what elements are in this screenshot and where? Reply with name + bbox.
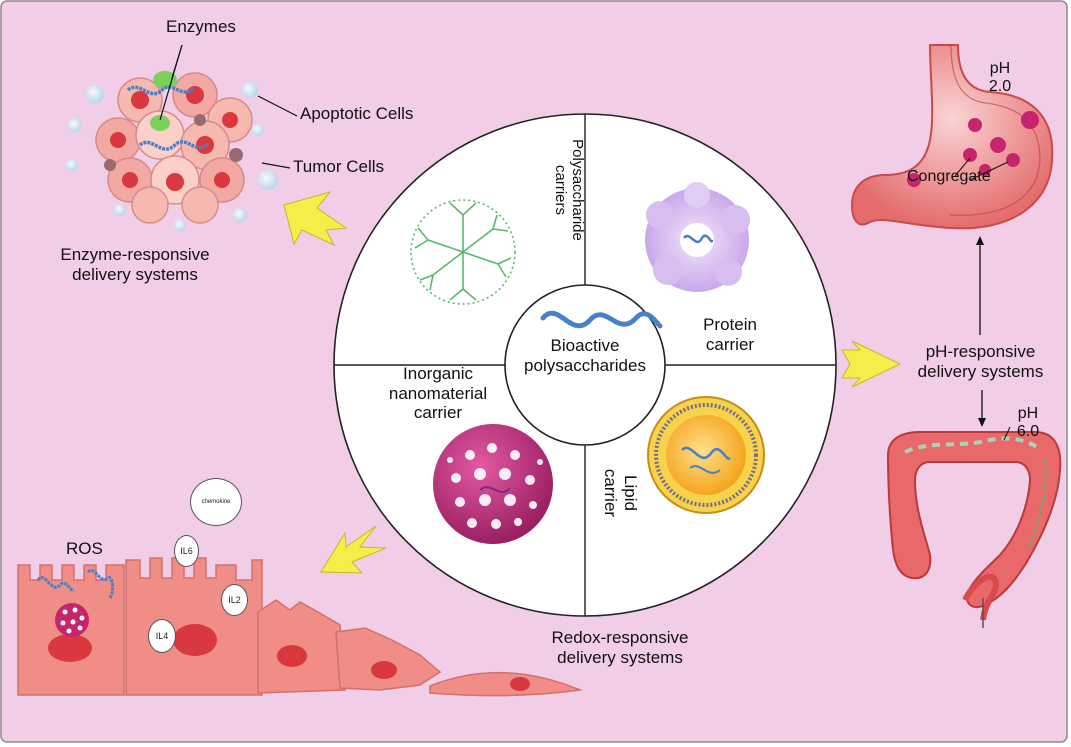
stomach-illustration	[850, 44, 1054, 230]
lipid-carrier-label: Lipid carrier	[600, 448, 640, 538]
ph-title-line1: pH-responsive	[925, 342, 1036, 361]
arrow-to-redox	[320, 525, 387, 574]
center-line2: polysaccharides	[524, 355, 646, 375]
arrow-to-enzyme	[283, 191, 348, 247]
protein-line1: Protein	[703, 315, 757, 334]
center-title: Bioactive polysaccharides	[515, 336, 655, 375]
polysaccharide-line2: carriers	[551, 164, 569, 215]
il2-bubble: IL2	[221, 584, 248, 616]
stomach-ph-text: pH	[989, 60, 1011, 77]
protein-line2: carrier	[705, 334, 755, 354]
congregate-label: Congregate	[907, 168, 991, 185]
redox-responsive-title: Redox-responsive delivery systems	[520, 628, 720, 667]
inorganic-line1: Inorganic	[403, 364, 473, 383]
inorganic-nanoparticle-icon	[433, 424, 553, 544]
lipid-line1: Lipid	[621, 475, 640, 511]
ros-nanoparticle-icon	[55, 603, 89, 637]
enzymes-label: Enzymes	[166, 17, 236, 36]
enzyme-title-line2: delivery systems	[72, 264, 198, 284]
redox-title-line2: delivery systems	[557, 647, 683, 667]
intestine-ph-value: 6.0	[1016, 423, 1040, 441]
ph-responsive-title: pH-responsive delivery systems	[893, 342, 1068, 381]
polysaccharide-carrier-label: Polysaccharide carriers	[546, 120, 586, 260]
tumor-cell-cluster	[66, 44, 298, 231]
il6-bubble: IL6	[174, 535, 199, 567]
apoptotic-cells-label: Apoptotic Cells	[300, 104, 414, 123]
ph-title-line2: delivery systems	[917, 361, 1044, 381]
arrow-to-ph	[841, 340, 902, 388]
ph-transit-arrows	[976, 236, 986, 427]
intestine-ph-text: pH	[1017, 405, 1039, 422]
redox-title-line1: Redox-responsive	[551, 628, 689, 647]
protein-carrier-label: Protein carrier	[680, 315, 780, 354]
polysaccharide-line1: Polysaccharide	[569, 139, 586, 241]
stomach-ph-value: 2.0	[988, 78, 1012, 96]
tumor-cells-label: Tumor Cells	[293, 157, 384, 176]
chemokine-bubble: chemokine	[190, 478, 242, 526]
intestine-illustration	[886, 426, 1062, 628]
inorganic-line3: carrier	[413, 403, 463, 423]
stomach-ph-label: pH 2.0	[980, 60, 1020, 97]
inorganic-line2: nanomaterial	[388, 383, 488, 403]
polysaccharide-strand-icon	[540, 310, 663, 329]
dendrimer-icon	[410, 199, 516, 305]
enzyme-title-line1: Enzyme-responsive	[60, 245, 210, 264]
inorganic-carrier-label: Inorganic nanomaterial carrier	[368, 364, 508, 423]
lipid-line2: carrier	[601, 468, 621, 518]
center-line1: Bioactive	[550, 336, 620, 355]
il4-bubble: IL4	[148, 619, 176, 653]
liposome-icon	[647, 396, 765, 514]
enzyme-responsive-title: Enzyme-responsive delivery systems	[30, 245, 240, 284]
epithelial-nuclei	[48, 624, 530, 691]
protein-carrier-icon	[645, 182, 750, 292]
ros-strands	[36, 569, 115, 599]
intestine-ph-label: pH 6.0	[1008, 405, 1048, 442]
ros-label: ROS	[66, 539, 103, 558]
